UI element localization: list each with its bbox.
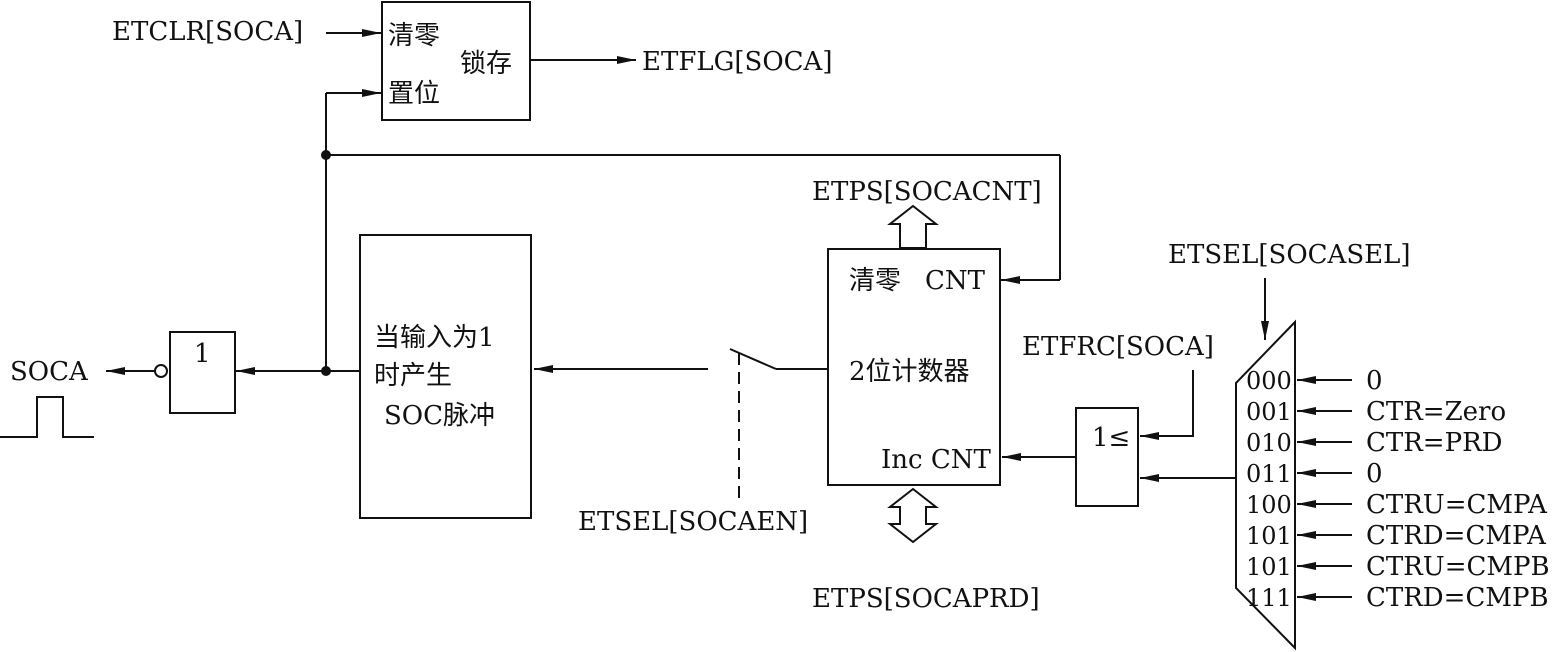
etfrc-label: ETFRC[SOCA] <box>1022 332 1214 362</box>
soca-label: SOCA <box>10 357 89 387</box>
mux-input-label-2: CTR=PRD <box>1366 428 1503 458</box>
not-gate-label: 1 <box>194 339 211 369</box>
pulse-gen-line3: SOC脉冲 <box>384 401 495 431</box>
bidirectional-bus-arrow <box>887 487 939 544</box>
mux-code-101: 101 <box>1246 522 1292 550</box>
mux-input-label-0: 0 <box>1366 366 1383 396</box>
counter-inc-label: Inc CNT <box>881 445 991 475</box>
etflg-label: ETFLG[SOCA] <box>642 47 832 77</box>
pulse-generator-box <box>359 234 532 519</box>
mux-input-label-3: 0 <box>1366 459 1383 489</box>
mux-input-label-7: CTRD=CMPB <box>1366 583 1549 613</box>
up-bus-arrow <box>887 204 939 249</box>
pulse-gen-line2: 时产生 <box>374 361 452 391</box>
mux-code-010: 010 <box>1246 429 1292 457</box>
etsel-socaen-label: ETSEL[SOCAEN] <box>578 507 808 537</box>
mux-input-label-6: CTRU=CMPB <box>1366 552 1550 582</box>
counter-title: 2位计数器 <box>849 357 970 387</box>
mux-code-111: 111 <box>1246 584 1292 612</box>
etfrc-arrow <box>1140 370 1194 440</box>
counter-clear-label: 清零 <box>849 266 901 296</box>
latch-label: 锁存 <box>460 49 512 79</box>
counter-cnt-label: CNT <box>925 266 986 296</box>
mux-code-011: 011 <box>1246 460 1292 488</box>
mux-shape <box>1235 319 1296 651</box>
etps-socaprd-label: ETPS[SOCAPRD] <box>812 584 1040 614</box>
pulse-waveform <box>0 396 94 438</box>
mux-input-label-1: CTR=Zero <box>1366 397 1506 427</box>
switch-blade <box>729 348 777 370</box>
mux-code-000: 000 <box>1246 367 1292 395</box>
latch-clear-label: 清零 <box>388 21 440 51</box>
etsel-socasel-label: ETSEL[SOCASEL] <box>1168 240 1411 270</box>
pulse-gen-line1: 当输入为1 <box>374 323 495 353</box>
etps-socacnt-label: ETPS[SOCACNT] <box>812 177 1042 207</box>
mux-code-100: 100 <box>1246 491 1292 519</box>
mux-code-001: 001 <box>1246 398 1292 426</box>
or-gate-box <box>1075 407 1139 507</box>
counter-box <box>827 248 1001 486</box>
mux-input-label-4: CTRU=CMPA <box>1366 490 1548 520</box>
or-gate-label: 1≤ <box>1092 423 1130 453</box>
junction-dot-top <box>321 150 331 160</box>
not-bubble <box>154 364 168 378</box>
mux-code-101-b: 101 <box>1246 553 1292 581</box>
latch-set-label: 置位 <box>388 79 440 109</box>
mux-input-label-5: CTRD=CMPA <box>1366 521 1547 551</box>
etclr-label: ETCLR[SOCA] <box>112 17 303 47</box>
not-gate-box <box>169 331 236 414</box>
